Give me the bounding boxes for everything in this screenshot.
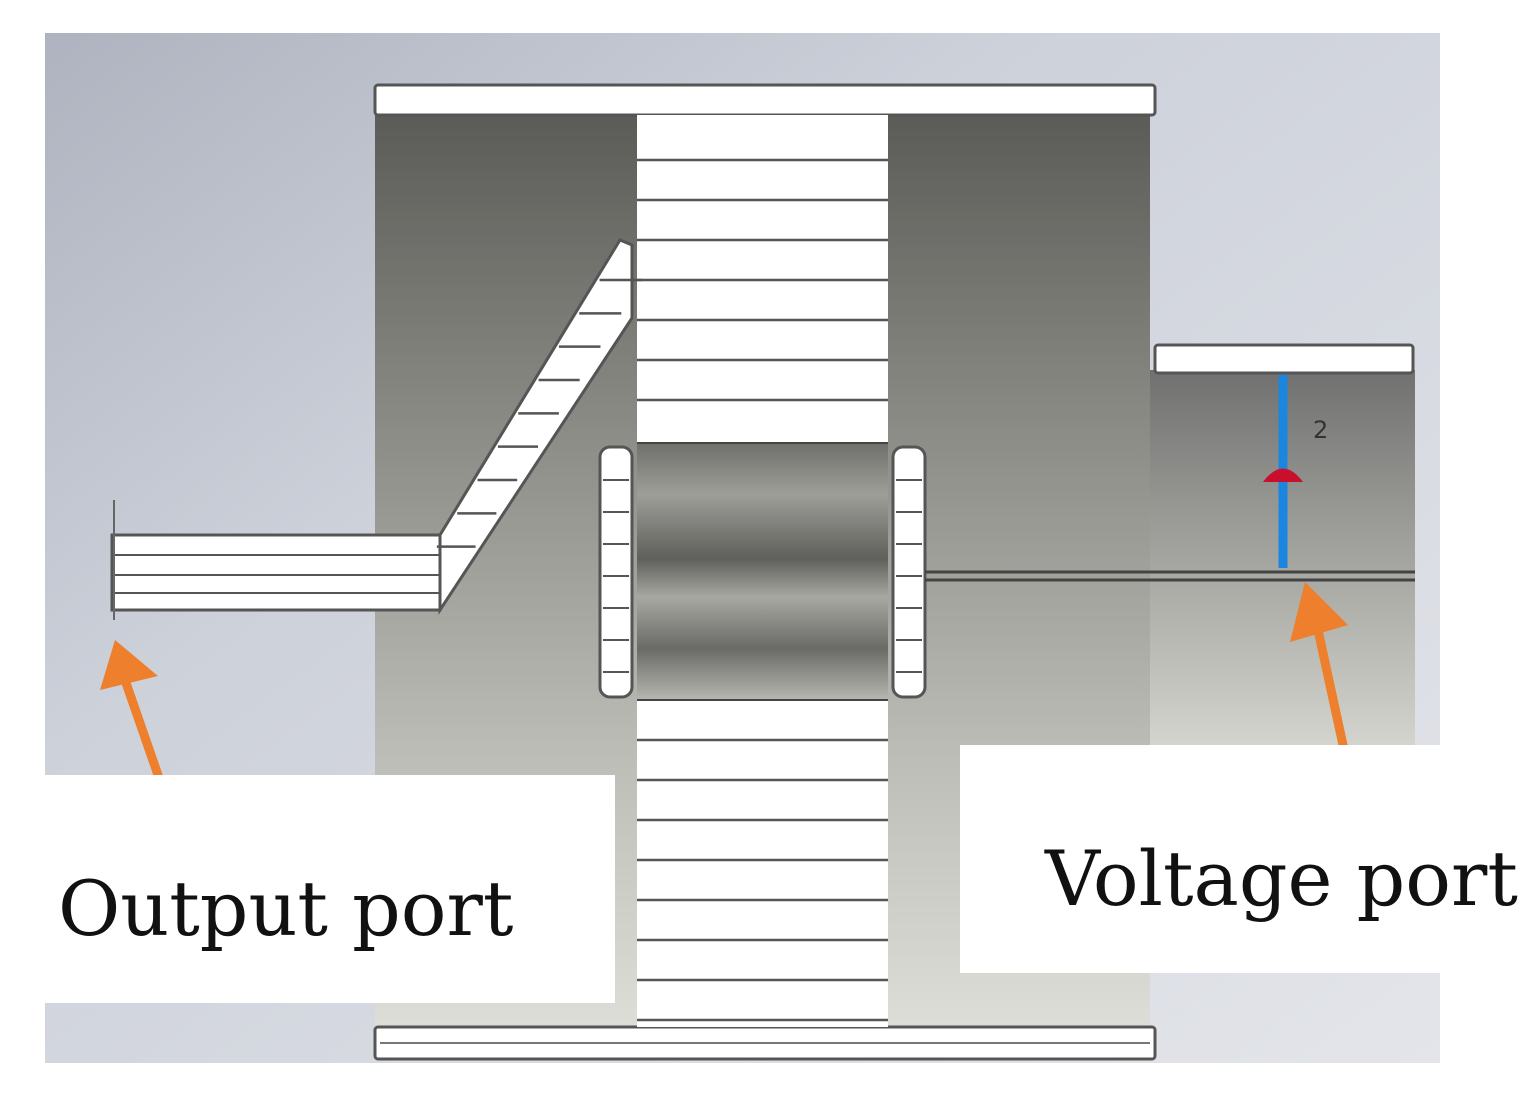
gap-region [637, 443, 888, 700]
arrow-up-left-icon [100, 640, 163, 780]
output-diagonal [438, 238, 634, 616]
dielectric-column-bottom [637, 700, 888, 1027]
coax-top-lip [1153, 343, 1415, 375]
svg-text:2: 2 [1313, 416, 1328, 444]
gap-ring-right [891, 445, 927, 699]
voltage-label-box [960, 745, 1539, 973]
arrow-up-left-icon [1290, 582, 1348, 750]
gap-ring-left [598, 445, 634, 699]
top-plate [373, 83, 1157, 117]
output-label-box [45, 775, 615, 1003]
output-port-label: Output port [58, 864, 513, 953]
voltage-port-label: Voltage port [1044, 834, 1518, 923]
output-arm [110, 533, 442, 612]
port-marker-icon [1263, 468, 1303, 482]
